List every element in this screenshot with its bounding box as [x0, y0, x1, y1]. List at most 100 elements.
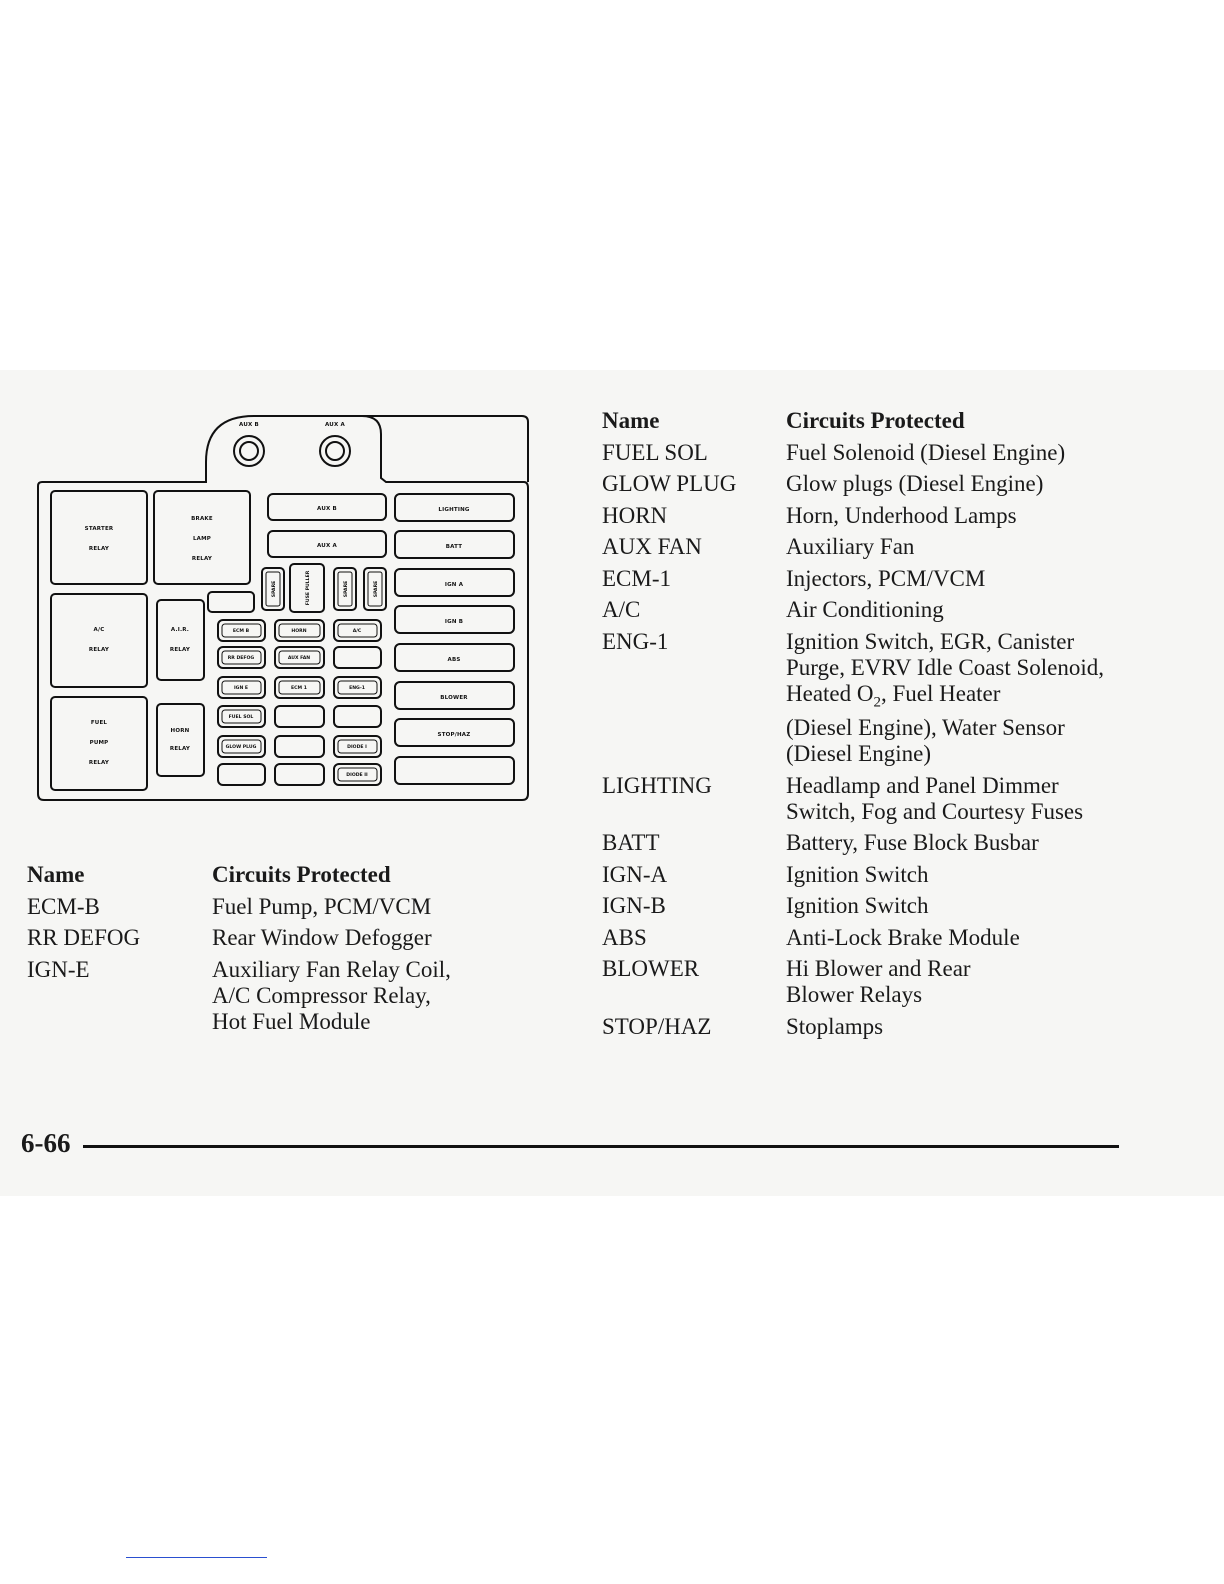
mini-fuse-empty-5 [217, 763, 266, 786]
table-row: GLOW PLUG Glow plugs (Diesel Engine) [602, 471, 1126, 497]
fuel-pump-relay-label-1: FUEL [91, 720, 108, 726]
table-row: IGN-B Ignition Switch [602, 893, 1126, 919]
fuse-name: ENG-1 [602, 628, 669, 654]
table-header: Name Circuits Protected [602, 408, 1126, 434]
circuit-line: A/C Compressor Relay, [212, 982, 431, 1008]
circuit-line: Air Conditioning [786, 597, 944, 622]
fuse-lighting-label: LIGHTING [438, 507, 469, 513]
fuse-spare-2-label: SPARE [343, 581, 349, 597]
starter-relay [50, 490, 148, 585]
mini-fuse-fuel-sol [217, 705, 266, 728]
fuse-name: ABS [602, 924, 647, 950]
table-row: AUX FAN Auxiliary Fan [602, 534, 1126, 560]
circuits-protected: Injectors, PCM/VCM [786, 566, 1126, 592]
fuse-name: AUX FAN [602, 534, 702, 559]
circuit-line: Hot Fuel Module [212, 1008, 371, 1034]
circuit-line: Ignition Switch [786, 893, 929, 919]
circuit-line: Purge, EVRV Idle Coast Solenoid, [786, 654, 1105, 680]
fuse-aux-a [267, 530, 387, 558]
aux-a-label: AUX A [325, 422, 346, 428]
table-row: ABS Anti-Lock Brake Module [602, 925, 1126, 951]
fuse-blower-label: BLOWER [440, 695, 468, 701]
fuse-aux-b-label: AUX B [317, 506, 337, 512]
mini-fuse-glow-plug [217, 735, 266, 758]
circuit-line: Switch, Fog and Courtesy Fuses [786, 798, 1084, 824]
bottom-underline [126, 1557, 267, 1558]
fuse-batt [394, 530, 515, 559]
fuse-name: A/C [602, 597, 641, 622]
brake-relay-label-3: RELAY [192, 556, 213, 562]
mini-fuse-ign-e-label: IGN E [234, 685, 248, 691]
fuse-name: HORN [602, 502, 668, 528]
horn-relay [156, 703, 205, 777]
mini-fuse-aux-fan-label: AUX FAN [288, 655, 310, 661]
circuit-line: Stoplamps [786, 1013, 884, 1039]
fuse-batt-label: BATT [446, 544, 462, 550]
circuits-protected: Headlamp and Panel Dimmer Switch, Fog an… [786, 773, 1126, 825]
circuit-line: Horn, Underhood Lamps [786, 502, 1017, 528]
fuse-name: FUEL SOL [602, 439, 708, 465]
fuse-name: LIGHTING [602, 772, 712, 798]
fuse-spare-1 [261, 567, 285, 611]
header-name: Name [602, 408, 660, 433]
table-row: BATT Battery, Fuse Block Busbar [602, 830, 1126, 856]
fuse-spare-3 [363, 567, 387, 611]
circuits-protected: Anti-Lock Brake Module [786, 925, 1126, 951]
circuits-protected: Auxiliary Fan Relay Coil, A/C Compressor… [212, 957, 512, 1035]
table-row: IGN-A Ignition Switch [602, 862, 1126, 888]
brake-relay-label-1: BRAKE [191, 516, 213, 522]
mini-fuse-fuel-sol-label: FUEL SOL [229, 714, 254, 720]
circuit-line: Hi Blower and Rear [786, 956, 971, 982]
fuse-aux-b [267, 493, 387, 521]
fuse-name: ECM-B [27, 893, 100, 919]
table-row: LIGHTING Headlamp and Panel Dimmer Switc… [602, 773, 1126, 825]
mini-fuse-empty-2 [274, 705, 325, 728]
ac-relay-label-1: A/C [94, 627, 105, 633]
fuse-ign-a [394, 568, 515, 597]
aux-a-stud [319, 435, 351, 467]
table-row: A/C Air Conditioning [602, 597, 1126, 623]
fuse-aux-a-label: AUX A [317, 543, 338, 549]
mini-fuse-ecm-1-label: ECM 1 [291, 685, 307, 691]
circuit-line: Anti-Lock Brake Module [786, 924, 1020, 950]
table-row: HORN Horn, Underhood Lamps [602, 503, 1126, 529]
fuse-name: BLOWER [602, 956, 700, 982]
fuse-name: STOP/HAZ [602, 1013, 712, 1039]
circuits-protected: Air Conditioning [786, 597, 1126, 623]
header-name: Name [27, 862, 85, 887]
fuse-spare-1-label: SPARE [271, 581, 277, 597]
fuse-blower [394, 681, 515, 710]
fuse-empty-small [207, 591, 255, 613]
air-relay [156, 599, 205, 681]
header-circuits: Circuits Protected [212, 862, 391, 887]
fuse-empty-right [394, 756, 515, 785]
fuse-block-outline [37, 415, 529, 801]
fuse-stop-haz [394, 718, 515, 747]
mini-fuse-empty-3 [333, 705, 382, 728]
table-row: FUEL SOL Fuel Solenoid (Diesel Engine) [602, 440, 1126, 466]
fuse-name: IGN-E [27, 956, 90, 982]
fuse-ign-b [394, 605, 515, 634]
table-row: ENG-1 Ignition Switch, EGR, Canister Pur… [602, 629, 1126, 768]
circuit-line: Ignition Switch, EGR, Canister [786, 628, 1075, 654]
circuits-protected: Battery, Fuse Block Busbar [786, 830, 1126, 856]
fuse-name: IGN-B [602, 893, 666, 919]
mini-fuse-empty-1 [333, 646, 382, 669]
circuit-line: Headlamp and Panel Dimmer [786, 772, 1059, 798]
fuse-name: BATT [602, 830, 660, 856]
circuit-line: Ignition Switch [786, 861, 929, 887]
fuse-ign-a-label: IGN A [445, 582, 464, 588]
circuit-line: Fuel Solenoid (Diesel Engine) [786, 439, 1066, 465]
mini-fuse-ecm-b-label: ECM B [233, 628, 250, 634]
circuits-protected: Glow plugs (Diesel Engine) [786, 471, 1126, 497]
mini-fuse-diode-1 [333, 735, 382, 758]
starter-relay-label-1: STARTER [85, 526, 114, 532]
mini-fuse-ecm-1 [274, 676, 325, 699]
circuits-protected: Horn, Underhood Lamps [786, 503, 1126, 529]
fuel-pump-relay [50, 696, 148, 791]
mini-fuse-ign-e [217, 676, 266, 699]
starter-relay-label-2: RELAY [89, 546, 110, 552]
fuse-spare-2 [333, 567, 357, 611]
left-fuse-table: Name Circuits Protected ECM-B Fuel Pump,… [27, 862, 512, 1040]
fuse-abs [394, 643, 515, 672]
